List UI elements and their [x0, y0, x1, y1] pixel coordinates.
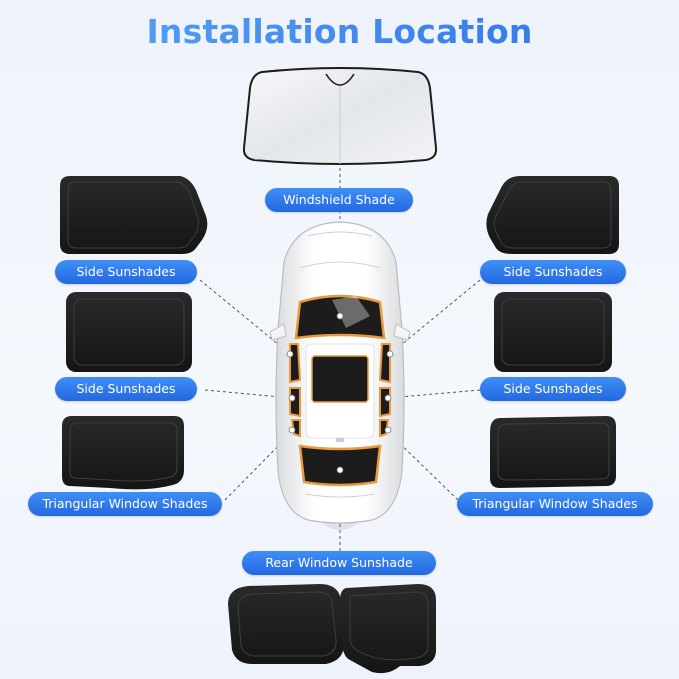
label-side-sunshades-front-right: Side Sunshades: [480, 260, 626, 284]
rear-window-shade: [228, 584, 436, 674]
label-side-sunshades-rear-right: Side Sunshades: [480, 377, 626, 401]
label-windshield-shade: Windshield Shade: [265, 188, 413, 212]
triangular-shade-left: [62, 416, 184, 490]
windshield-shade: [242, 67, 438, 165]
label-side-sunshades-front-left: Side Sunshades: [55, 260, 197, 284]
car-top-view: [269, 221, 411, 530]
side-shade-front-right: [486, 176, 619, 254]
triangular-shade-right: [490, 416, 616, 488]
side-shade-front-left: [60, 176, 208, 254]
label-side-sunshades-rear-left: Side Sunshades: [55, 377, 197, 401]
side-shade-rear-left: [66, 292, 192, 372]
page-title: Installation Location: [0, 12, 679, 51]
label-triangular-window-shades-left: Triangular Window Shades: [28, 492, 222, 516]
side-shade-rear-right: [494, 292, 612, 372]
label-rear-window-sunshade: Rear Window Sunshade: [242, 551, 436, 575]
label-triangular-window-shades-right: Triangular Window Shades: [457, 492, 653, 516]
